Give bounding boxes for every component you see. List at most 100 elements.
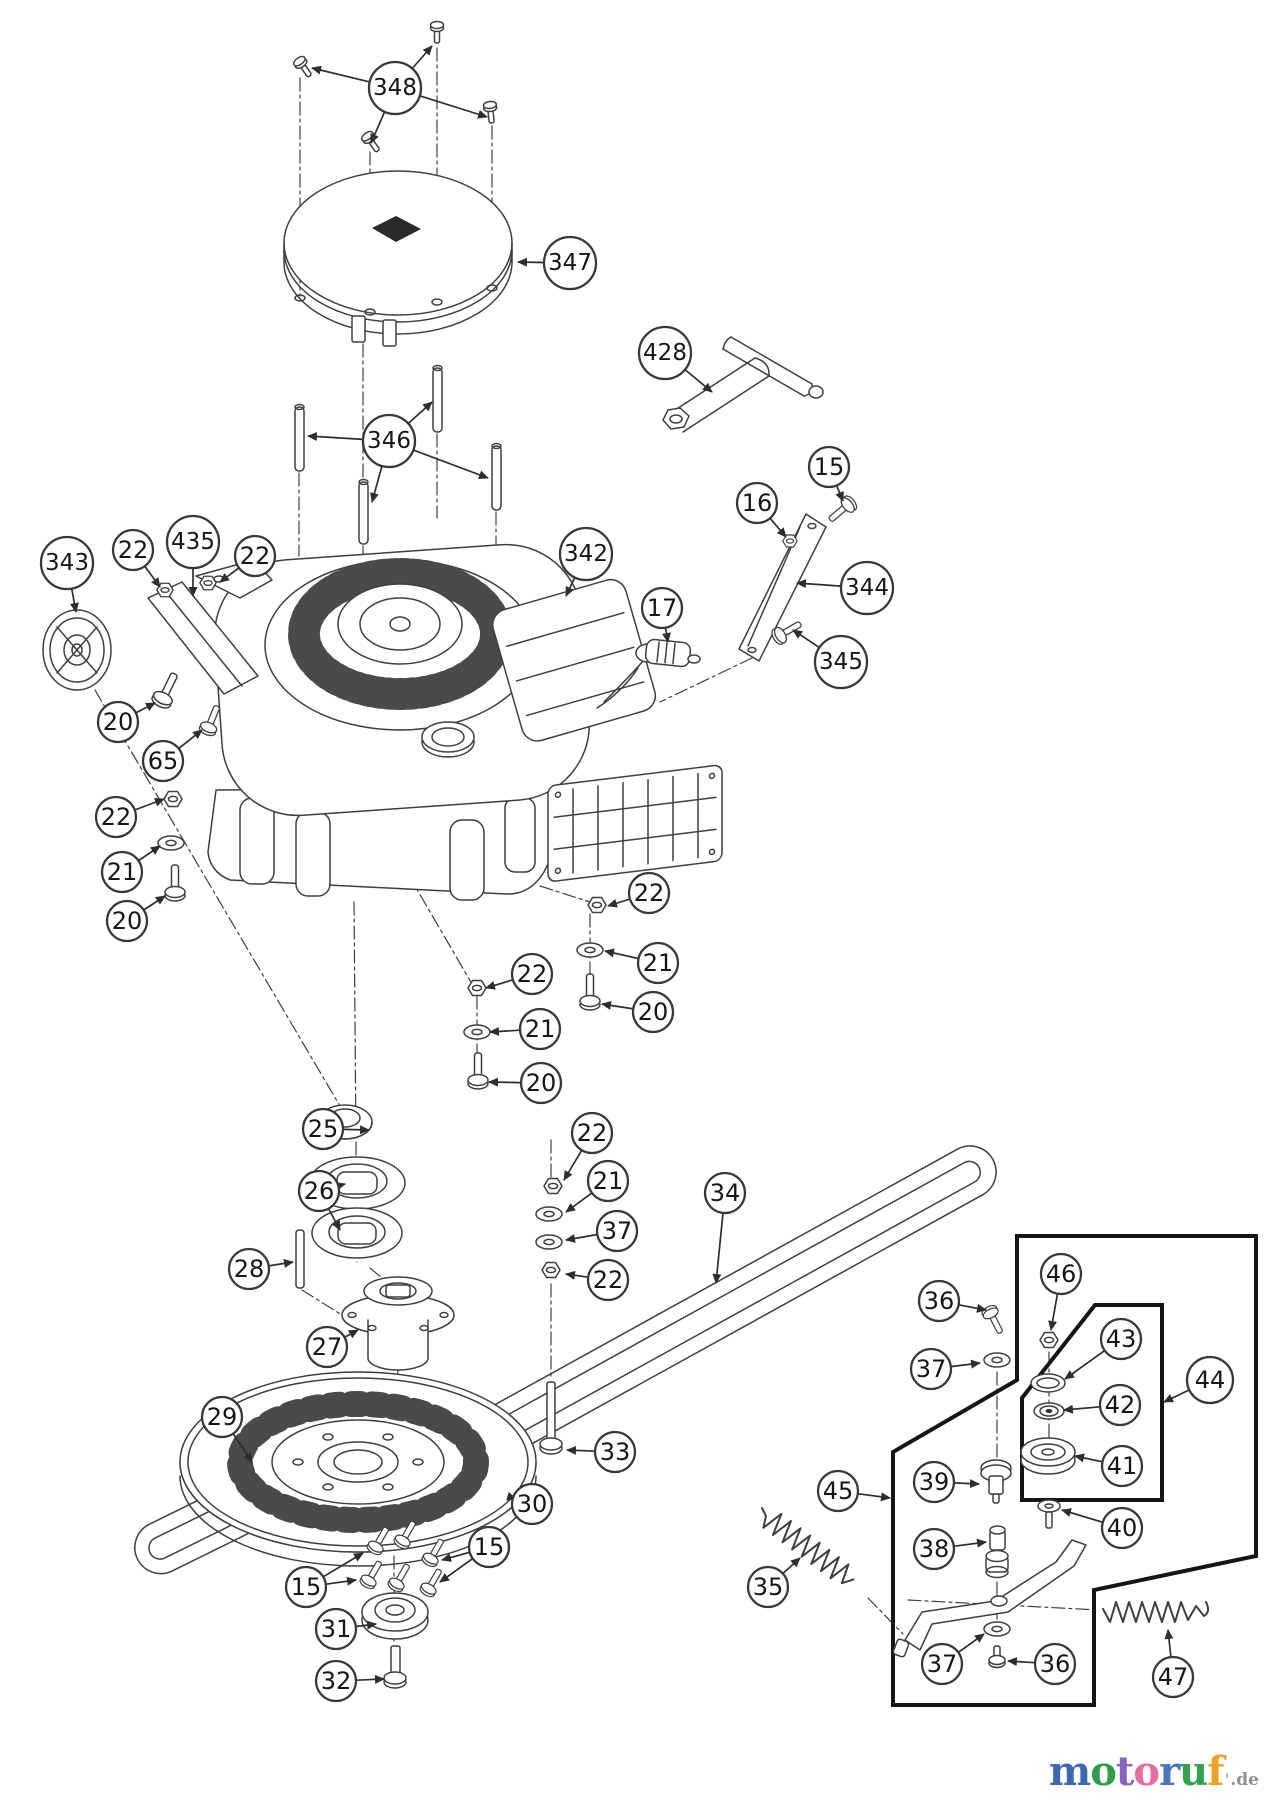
- inset-box-outer: [891, 1234, 1258, 1707]
- callout-number: 22: [101, 803, 132, 831]
- callout-number: 42: [1105, 1391, 1136, 1419]
- callout-circle: [1039, 1252, 1083, 1296]
- leader-line: [344, 1329, 359, 1339]
- callout-circle: [361, 413, 417, 469]
- leader-line: [327, 1208, 341, 1231]
- callout-number: 17: [647, 594, 678, 622]
- callout-number: 35: [753, 1573, 784, 1601]
- leader-line: [439, 1557, 474, 1583]
- callout-number: 29: [207, 1403, 238, 1431]
- callout-number: 37: [916, 1355, 947, 1383]
- leader-line: [1048, 1293, 1059, 1331]
- callout-number: 22: [593, 1266, 624, 1294]
- callout-number: 348: [373, 75, 417, 101]
- leader-line: [69, 588, 79, 613]
- leader-line: [322, 1552, 364, 1578]
- callout-circle: [909, 1347, 953, 1391]
- callout-36: 36: [1007, 1642, 1077, 1686]
- leader-line: [517, 257, 545, 267]
- callout-21: 21: [100, 845, 161, 894]
- leader-line: [565, 577, 576, 597]
- leader-line: [953, 1479, 980, 1489]
- callout-number: 47: [1158, 1663, 1189, 1691]
- leader-line: [607, 898, 631, 908]
- callout-circle: [912, 1460, 956, 1504]
- callout-circle: [111, 528, 155, 572]
- leader-line: [796, 579, 842, 589]
- callout-number: 22: [634, 879, 665, 907]
- callout-circle: [586, 1258, 630, 1302]
- callout-37: 37: [909, 1347, 981, 1391]
- callout-circle: [542, 235, 598, 291]
- callout-number: 43: [1106, 1325, 1137, 1353]
- callout-25: 25: [301, 1107, 370, 1151]
- callout-number: 20: [638, 998, 669, 1026]
- callout-15: 15: [807, 445, 851, 502]
- callout-number: 36: [1040, 1650, 1071, 1678]
- callout-circle: [141, 739, 185, 783]
- callout-circle: [1151, 1655, 1195, 1699]
- callout-circle: [1185, 1355, 1235, 1405]
- logo-letter: f: [1207, 1748, 1224, 1795]
- leader-line: [957, 1633, 985, 1654]
- callout-435: 435: [165, 514, 221, 597]
- callout-342: 342: [558, 526, 614, 597]
- leader-line: [565, 1192, 593, 1213]
- callout-circle: [96, 700, 140, 744]
- callout-circle: [586, 1159, 630, 1203]
- callout-circle: [510, 1482, 554, 1526]
- leader-line: [857, 1492, 891, 1502]
- blower-housing-347: [283, 170, 513, 347]
- leader-line: [1061, 1508, 1104, 1524]
- pulley-hub-27: [341, 1276, 455, 1371]
- leader-line: [134, 797, 165, 811]
- leader-line: [1164, 1629, 1174, 1658]
- callout-number: 21: [525, 1015, 556, 1043]
- callout-circle: [314, 1659, 358, 1703]
- leader-line: [601, 1000, 634, 1010]
- callout-29: 29: [200, 1395, 253, 1463]
- callout-number: 26: [304, 1177, 335, 1205]
- callout-circle: [816, 1469, 860, 1513]
- callout-circle: [917, 1279, 961, 1323]
- callout-number: 22: [577, 1119, 608, 1147]
- callout-number: 28: [234, 1255, 265, 1283]
- callout-30: 30: [506, 1482, 554, 1526]
- main-pulley-30: [179, 1371, 537, 1567]
- callout-circle: [518, 1007, 562, 1051]
- washer-pin-40: [1037, 1499, 1061, 1529]
- callout-circle: [200, 1395, 244, 1439]
- callout-number: 25: [308, 1115, 339, 1143]
- leader-line: [684, 368, 713, 393]
- leader-line: [1074, 1453, 1103, 1463]
- callout-26: 26: [297, 1169, 346, 1231]
- leader-line: [355, 1674, 385, 1684]
- callout-344: 344: [796, 560, 895, 616]
- leader-line: [835, 485, 844, 502]
- logo-letter: t: [1115, 1748, 1135, 1795]
- callout-circle: [297, 1169, 341, 1213]
- callout-20: 20: [105, 895, 166, 943]
- idler-arm-45: [904, 1539, 1087, 1651]
- left-mount-hardware: [157, 790, 186, 902]
- callout-circle: [570, 1111, 614, 1155]
- leader-line: [268, 1258, 294, 1268]
- callout-44: 44: [1163, 1355, 1235, 1405]
- callout-number: 346: [367, 428, 411, 454]
- callout-circle: [94, 795, 138, 839]
- leader-line: [782, 1557, 801, 1575]
- leader-line: [135, 702, 156, 714]
- callout-number: 21: [107, 858, 138, 886]
- standoff-tubes-346: [294, 364, 502, 545]
- leader-line: [489, 1026, 521, 1036]
- callout-428: 428: [637, 325, 713, 393]
- long-bolt-33-hardware: [535, 1177, 563, 1455]
- shoulder-bolt-39: [980, 1459, 1012, 1504]
- callout-number: 342: [564, 541, 608, 567]
- leader-line: [488, 1077, 522, 1087]
- leader-line: [407, 401, 433, 425]
- engine-342: [207, 543, 723, 901]
- callout-number: 20: [526, 1069, 557, 1097]
